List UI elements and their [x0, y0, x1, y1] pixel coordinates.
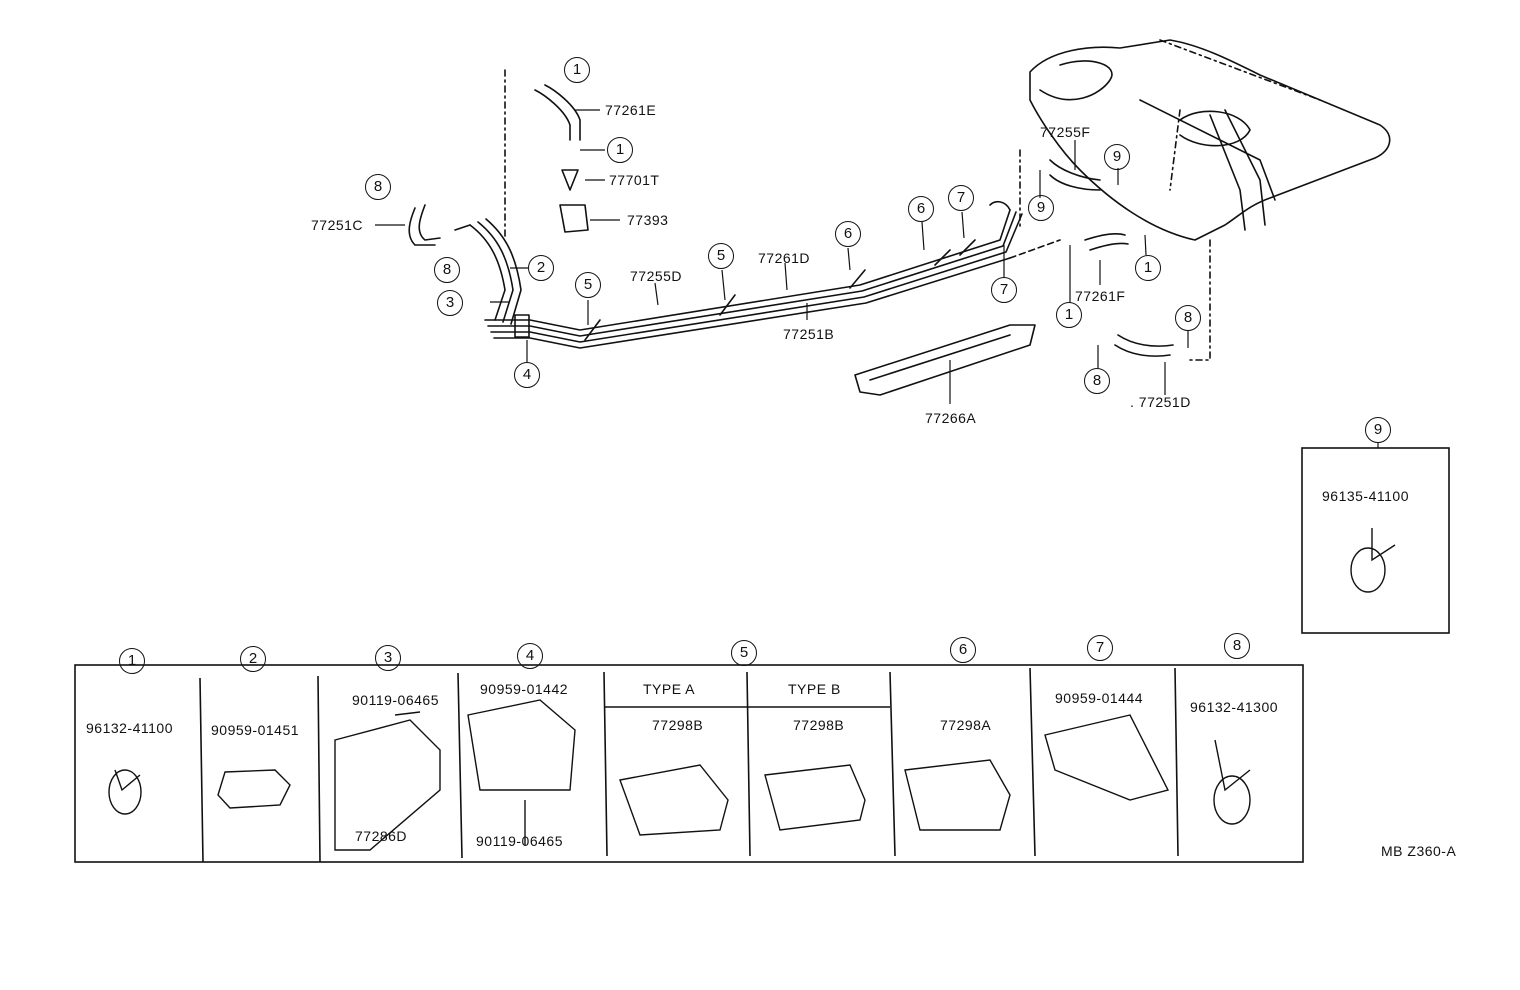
callout-8-lower: 8 [1084, 368, 1110, 394]
callout-8-left-lower: 8 [434, 257, 460, 283]
part-label-77255D: 77255D [630, 268, 683, 284]
callout-4: 4 [514, 362, 540, 388]
detail-panel-frame [74, 664, 1304, 863]
detail-8-number: 8 [1224, 633, 1250, 659]
detail-1-number: 1 [119, 648, 145, 674]
callout-7-lower: 7 [991, 277, 1017, 303]
part-label-77266A: 77266A [925, 410, 977, 426]
detail-8-part: 96132-41300 [1190, 699, 1279, 715]
detail-9-number: 9 [1365, 417, 1391, 443]
part-label-77251C: 77251C [311, 217, 364, 233]
detail-4-part-bottom: 90119-06465 [476, 833, 563, 849]
fuel-tank-drawing [1029, 39, 1391, 241]
callout-1-top: 1 [564, 57, 590, 83]
detail-2-number: 2 [240, 646, 266, 672]
part-label-77255F: 77255F [1040, 124, 1091, 140]
detail-5-type-b: TYPE B [788, 681, 841, 697]
detail-7-number: 7 [1087, 635, 1113, 661]
callout-9-right: 9 [1104, 144, 1130, 170]
callout-9-left: 9 [1028, 195, 1054, 221]
callout-6-upper: 6 [835, 221, 861, 247]
callout-8-right: 8 [1175, 305, 1201, 331]
detail-6-number: 6 [950, 637, 976, 663]
detail-4-number: 4 [517, 643, 543, 669]
part-label-77261D: 77261D [758, 250, 811, 266]
callout-1-mid: 1 [607, 137, 633, 163]
detail-3-part-bottom: 77286D [355, 828, 408, 844]
detail-3-part-top: 90119-06465 [352, 692, 439, 708]
detail-1-part: 96132-41100 [86, 720, 173, 736]
detail-2-part: 90959-01451 [211, 722, 300, 738]
callout-2: 2 [528, 255, 554, 281]
detail-4-part-top: 90959-01442 [480, 681, 569, 697]
detail-9-part: 96135-41100 [1322, 488, 1409, 504]
detail-7-part: 90959-01444 [1055, 690, 1144, 706]
part-label-77261F: 77261F [1075, 288, 1126, 304]
detail-6-part: 77298A [940, 717, 992, 733]
callout-5-right: 5 [708, 243, 734, 269]
part-label-77251B: 77251B [783, 326, 835, 342]
detail-3-number: 3 [375, 645, 401, 671]
callout-3: 3 [437, 290, 463, 316]
detail-5-part-b: 77298B [793, 717, 845, 733]
callout-6-right: 6 [908, 196, 934, 222]
part-label-77261E: 77261E [605, 102, 657, 118]
part-label-77393: 77393 [627, 212, 669, 228]
detail-5-type-a: TYPE A [643, 681, 696, 697]
reference-code: MB Z360-A [1381, 843, 1457, 859]
main-fuel-lines [484, 209, 1011, 331]
detail-box-9-frame [1301, 447, 1450, 634]
callout-1-right: 1 [1135, 255, 1161, 281]
protector-drawing [854, 324, 1036, 396]
part-label-77251D: . 77251D [1130, 394, 1191, 410]
callout-8-left: 8 [365, 174, 391, 200]
detail-5-number: 5 [731, 640, 757, 666]
callout-7-upper: 7 [948, 185, 974, 211]
callout-1-lower: 1 [1056, 302, 1082, 328]
part-label-77701T: 77701T [609, 172, 660, 188]
callout-5-left: 5 [575, 272, 601, 298]
detail-5-part-a: 77298B [652, 717, 704, 733]
